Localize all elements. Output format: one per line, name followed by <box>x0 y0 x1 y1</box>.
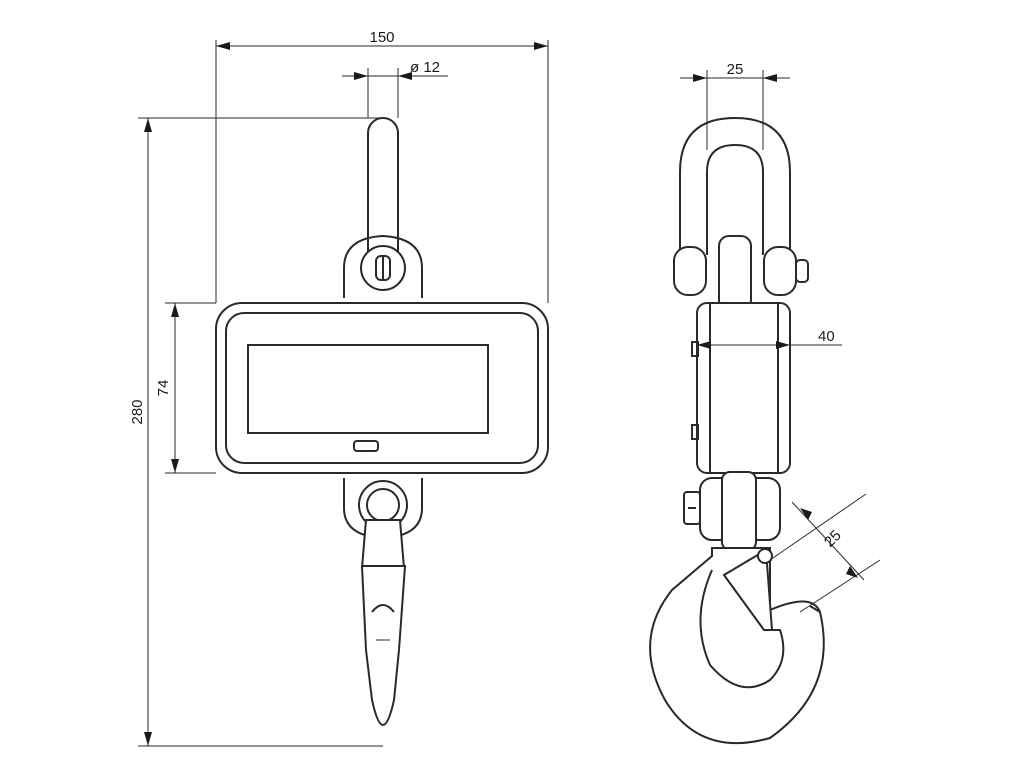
swivel-side <box>683 471 781 551</box>
hook-side <box>649 547 825 745</box>
lcd-display-window <box>247 344 489 434</box>
dim-shackle-width: 25 <box>680 61 790 150</box>
top-shackle-front <box>343 117 423 298</box>
dim-overall-width: 150 <box>215 29 549 303</box>
dim-label-280: 280 <box>129 399 146 424</box>
dim-label-25-top: 25 <box>727 61 744 78</box>
dim-hook-opening: 25 <box>769 493 881 613</box>
dim-label-25-hook: 25 <box>821 527 845 551</box>
front-view: 150 ø 12 280 74 <box>129 29 549 747</box>
indicator-led <box>353 440 379 452</box>
dim-label-diameter: ø 12 <box>410 59 440 76</box>
dim-pin-diameter: ø 12 <box>342 59 448 118</box>
dim-label-40: 40 <box>818 328 835 345</box>
top-shackle-side <box>673 116 809 311</box>
scale-body-side <box>691 302 791 474</box>
scale-body-front <box>215 302 549 474</box>
dim-label-150: 150 <box>369 29 394 46</box>
side-view: 25 40 25 <box>649 61 881 745</box>
bottom-hook-front <box>343 478 423 726</box>
dim-label-74: 74 <box>155 380 172 397</box>
dim-overall-height: 280 <box>129 117 383 747</box>
dim-body-height: 74 <box>155 302 216 474</box>
dim-body-depth: 40 <box>697 328 842 349</box>
